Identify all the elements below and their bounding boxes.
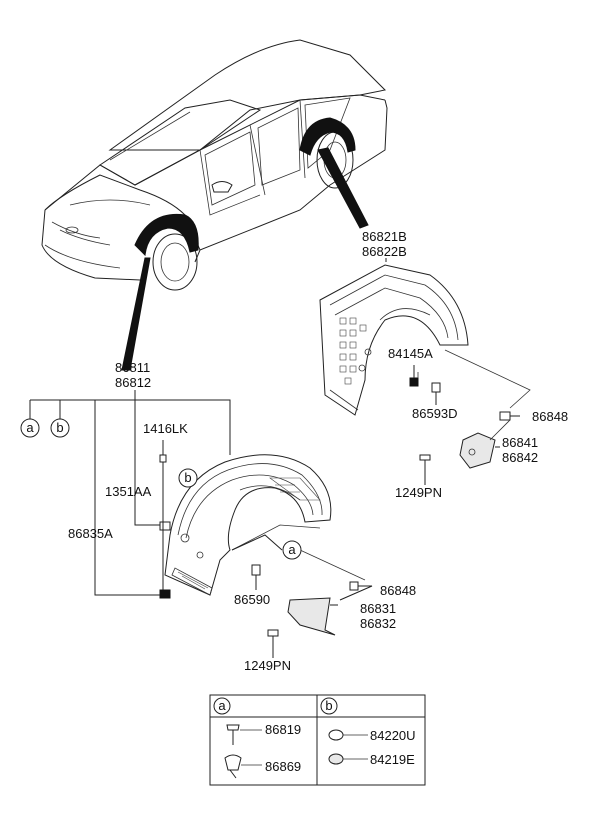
legend-item-84219e: 84219E [370, 752, 415, 767]
screw-1249pn-bot [267, 629, 279, 650]
leader-lines [29, 258, 520, 658]
legend-col-a: a [218, 698, 226, 713]
part-label-86593d: 86593D [412, 406, 458, 421]
legend-col-b: b [325, 698, 332, 713]
part-label-1351aa: 1351AA [105, 484, 152, 499]
part-label-86811: 86811 [115, 360, 150, 375]
fastener-legend-table: a b 86819 86869 84220U 84219E [209, 694, 426, 786]
callout-a-liner [282, 540, 302, 560]
clip-86590 [251, 564, 261, 576]
callout-b-liner [178, 468, 198, 488]
clip-84145a [409, 377, 419, 387]
part-label-86821b: 86821B [362, 229, 407, 244]
clip-86848-top [499, 411, 511, 421]
part-label-86848-bot: 86848 [380, 583, 416, 598]
part-label-1249pn-top: 1249PN [395, 485, 442, 500]
part-label-86841: 86841 [502, 435, 538, 450]
car-illustration [41, 39, 388, 371]
screw-1249pn-top [419, 454, 431, 475]
part-label-1416lk: 1416LK [143, 421, 188, 436]
legend-item-84220u: 84220U [370, 728, 416, 743]
clip-1351aa [159, 521, 171, 531]
part-label-86848-top: 86848 [532, 409, 568, 424]
screw-icon [226, 724, 240, 745]
callout-b-liner-label: b [184, 470, 191, 485]
clip-1416lk [159, 454, 167, 463]
clip-86593d [431, 382, 441, 393]
part-label-86832: 86832 [360, 616, 396, 631]
part-label-86822b: 86822B [362, 244, 407, 259]
part-label-86590: 86590 [234, 592, 270, 607]
rear-wheel-guard [319, 264, 469, 416]
mud-guard-86841 [459, 432, 496, 469]
part-label-1249pn-bot: 1249PN [244, 658, 291, 673]
part-label-86835a: 86835A [68, 526, 113, 541]
mud-guard-86831 [287, 597, 336, 636]
rivet-icon [224, 754, 242, 779]
clip-86848-bot [349, 581, 359, 591]
callout-a-left [20, 418, 40, 438]
callout-a-left-label: a [26, 420, 34, 435]
part-label-84145a: 84145A [388, 346, 433, 361]
legend-item-86819: 86819 [265, 722, 301, 737]
callout-b-left-label: b [56, 420, 63, 435]
part-label-86831: 86831 [360, 601, 396, 616]
part-label-86812: 86812 [115, 375, 151, 390]
callout-b-left [50, 418, 70, 438]
callout-a-liner-label: a [288, 542, 296, 557]
legend-item-86869: 86869 [265, 759, 301, 774]
front-wheel-guard [164, 454, 332, 596]
part-label-86842: 86842 [502, 450, 538, 465]
clip-86835a [159, 589, 171, 599]
clip-nut-icon [328, 753, 344, 765]
